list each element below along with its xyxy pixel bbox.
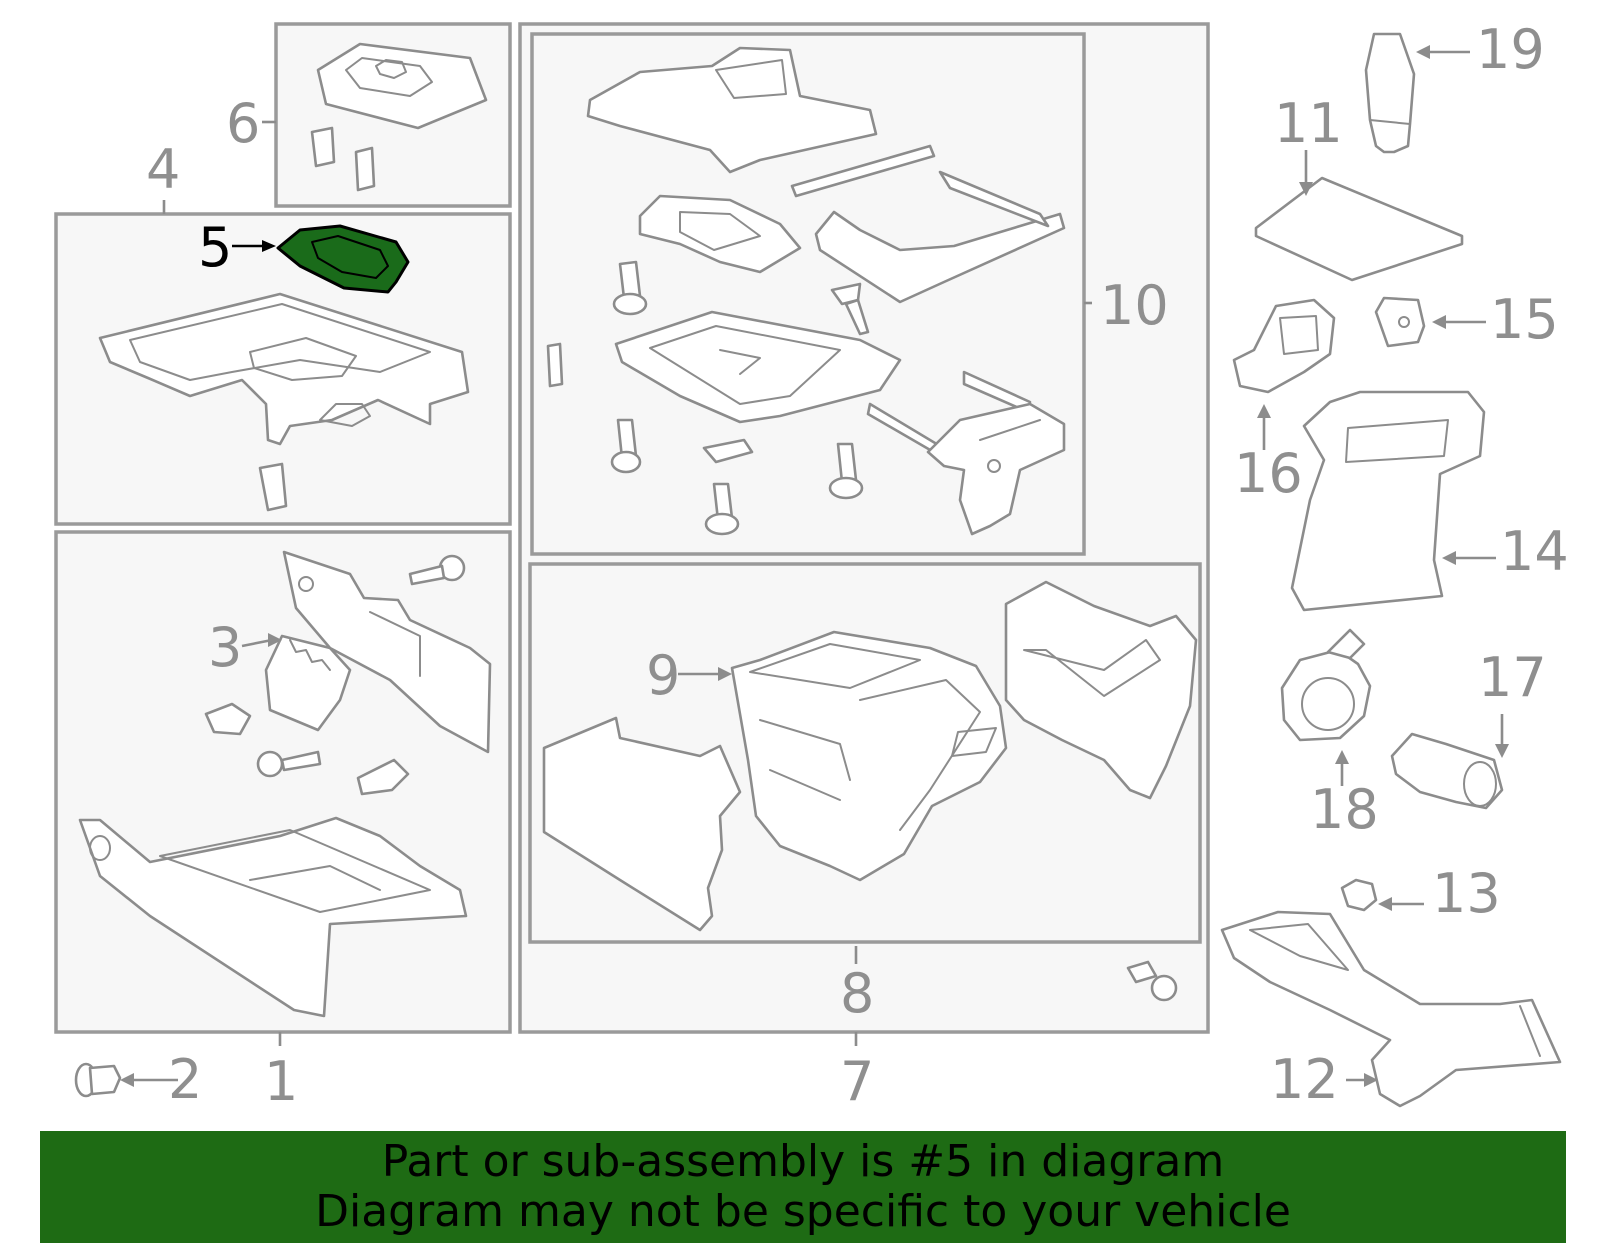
callout-10[interactable]: 10 <box>1100 274 1169 337</box>
part-7-bolt[interactable] <box>1126 960 1178 1002</box>
callout-15[interactable]: 15 <box>1490 288 1559 351</box>
part-19-shift-knob[interactable] <box>1364 32 1416 154</box>
part-10-clip-c[interactable] <box>702 438 754 464</box>
part-11-mat[interactable] <box>1254 176 1464 282</box>
callout-11[interactable]: 11 <box>1274 92 1343 155</box>
callout-17[interactable]: 17 <box>1478 646 1547 709</box>
part-10-trim-strip[interactable] <box>790 144 936 198</box>
callout-5[interactable]: 5 <box>198 216 232 279</box>
callout-14[interactable]: 14 <box>1500 520 1569 583</box>
part-8-right-panel[interactable] <box>1004 580 1198 800</box>
part-10-bolt-e[interactable] <box>704 482 740 536</box>
banner-line-1: Part or sub-assembly is #5 in diagram <box>381 1136 1225 1187</box>
callout-8[interactable]: 8 <box>840 962 874 1025</box>
part-12-duct[interactable] <box>1220 910 1562 1108</box>
callout-9[interactable]: 9 <box>646 644 680 707</box>
part-4-panel[interactable] <box>98 292 470 446</box>
callout-2[interactable]: 2 <box>168 1048 202 1111</box>
part-8-left-panel[interactable] <box>542 716 742 932</box>
part-10-latch[interactable] <box>866 370 1066 536</box>
banner-line-2: Diagram may not be specific to your vehi… <box>315 1186 1291 1237</box>
callout-4[interactable]: 4 <box>146 138 180 201</box>
part-10-armrest-lid[interactable] <box>586 46 878 174</box>
part-1-clip-nut[interactable] <box>204 702 252 736</box>
callout-16[interactable]: 16 <box>1234 442 1303 505</box>
part-10-screw-c[interactable] <box>610 418 642 474</box>
callout-3[interactable]: 3 <box>208 616 242 679</box>
part-6-clip-a[interactable] <box>310 126 336 168</box>
part-10-clip-side[interactable] <box>546 342 564 388</box>
part-16-vent[interactable] <box>1232 298 1336 394</box>
callout-1[interactable]: 1 <box>264 1050 298 1113</box>
part-6-cover[interactable] <box>316 42 488 130</box>
callout-6[interactable]: 6 <box>226 92 260 155</box>
part-1-screw[interactable] <box>256 750 322 778</box>
info-banner: Part or sub-assembly is #5 in diagram Di… <box>40 1131 1566 1243</box>
part-5-bezel[interactable] <box>276 224 410 294</box>
part-10-base-tray[interactable] <box>614 310 902 424</box>
part-1-side-panel[interactable] <box>282 550 492 754</box>
callout-13[interactable]: 13 <box>1432 862 1501 925</box>
part-1-clip-b[interactable] <box>356 758 410 796</box>
part-3-bracket[interactable] <box>264 634 352 732</box>
part-9-box[interactable] <box>730 630 1008 882</box>
part-17-lighter[interactable] <box>1390 732 1504 810</box>
box-group-1 <box>54 530 512 1034</box>
part-10-upper-tray[interactable] <box>638 194 802 274</box>
callout-12[interactable]: 12 <box>1270 1048 1339 1111</box>
part-10-screw-b[interactable] <box>830 282 870 336</box>
callout-7[interactable]: 7 <box>840 1050 874 1113</box>
part-4-clip[interactable] <box>258 462 288 512</box>
part-2-clip[interactable] <box>74 1062 122 1098</box>
part-1-tray[interactable] <box>78 816 468 1018</box>
part-10-hinge-frame[interactable] <box>814 170 1066 304</box>
part-10-bolt-d[interactable] <box>828 442 864 500</box>
part-15-switch[interactable] <box>1374 296 1426 348</box>
part-14-panel[interactable] <box>1290 390 1486 612</box>
part-10-bolt-a[interactable] <box>612 260 648 316</box>
part-1-bolt-top[interactable] <box>408 554 466 586</box>
part-13-clip[interactable] <box>1340 878 1378 912</box>
part-18-socket[interactable] <box>1280 628 1372 742</box>
callout-19[interactable]: 19 <box>1476 18 1545 81</box>
part-6-clip-b[interactable] <box>354 146 376 192</box>
callout-18[interactable]: 18 <box>1310 778 1379 841</box>
leaders <box>120 45 1509 1087</box>
